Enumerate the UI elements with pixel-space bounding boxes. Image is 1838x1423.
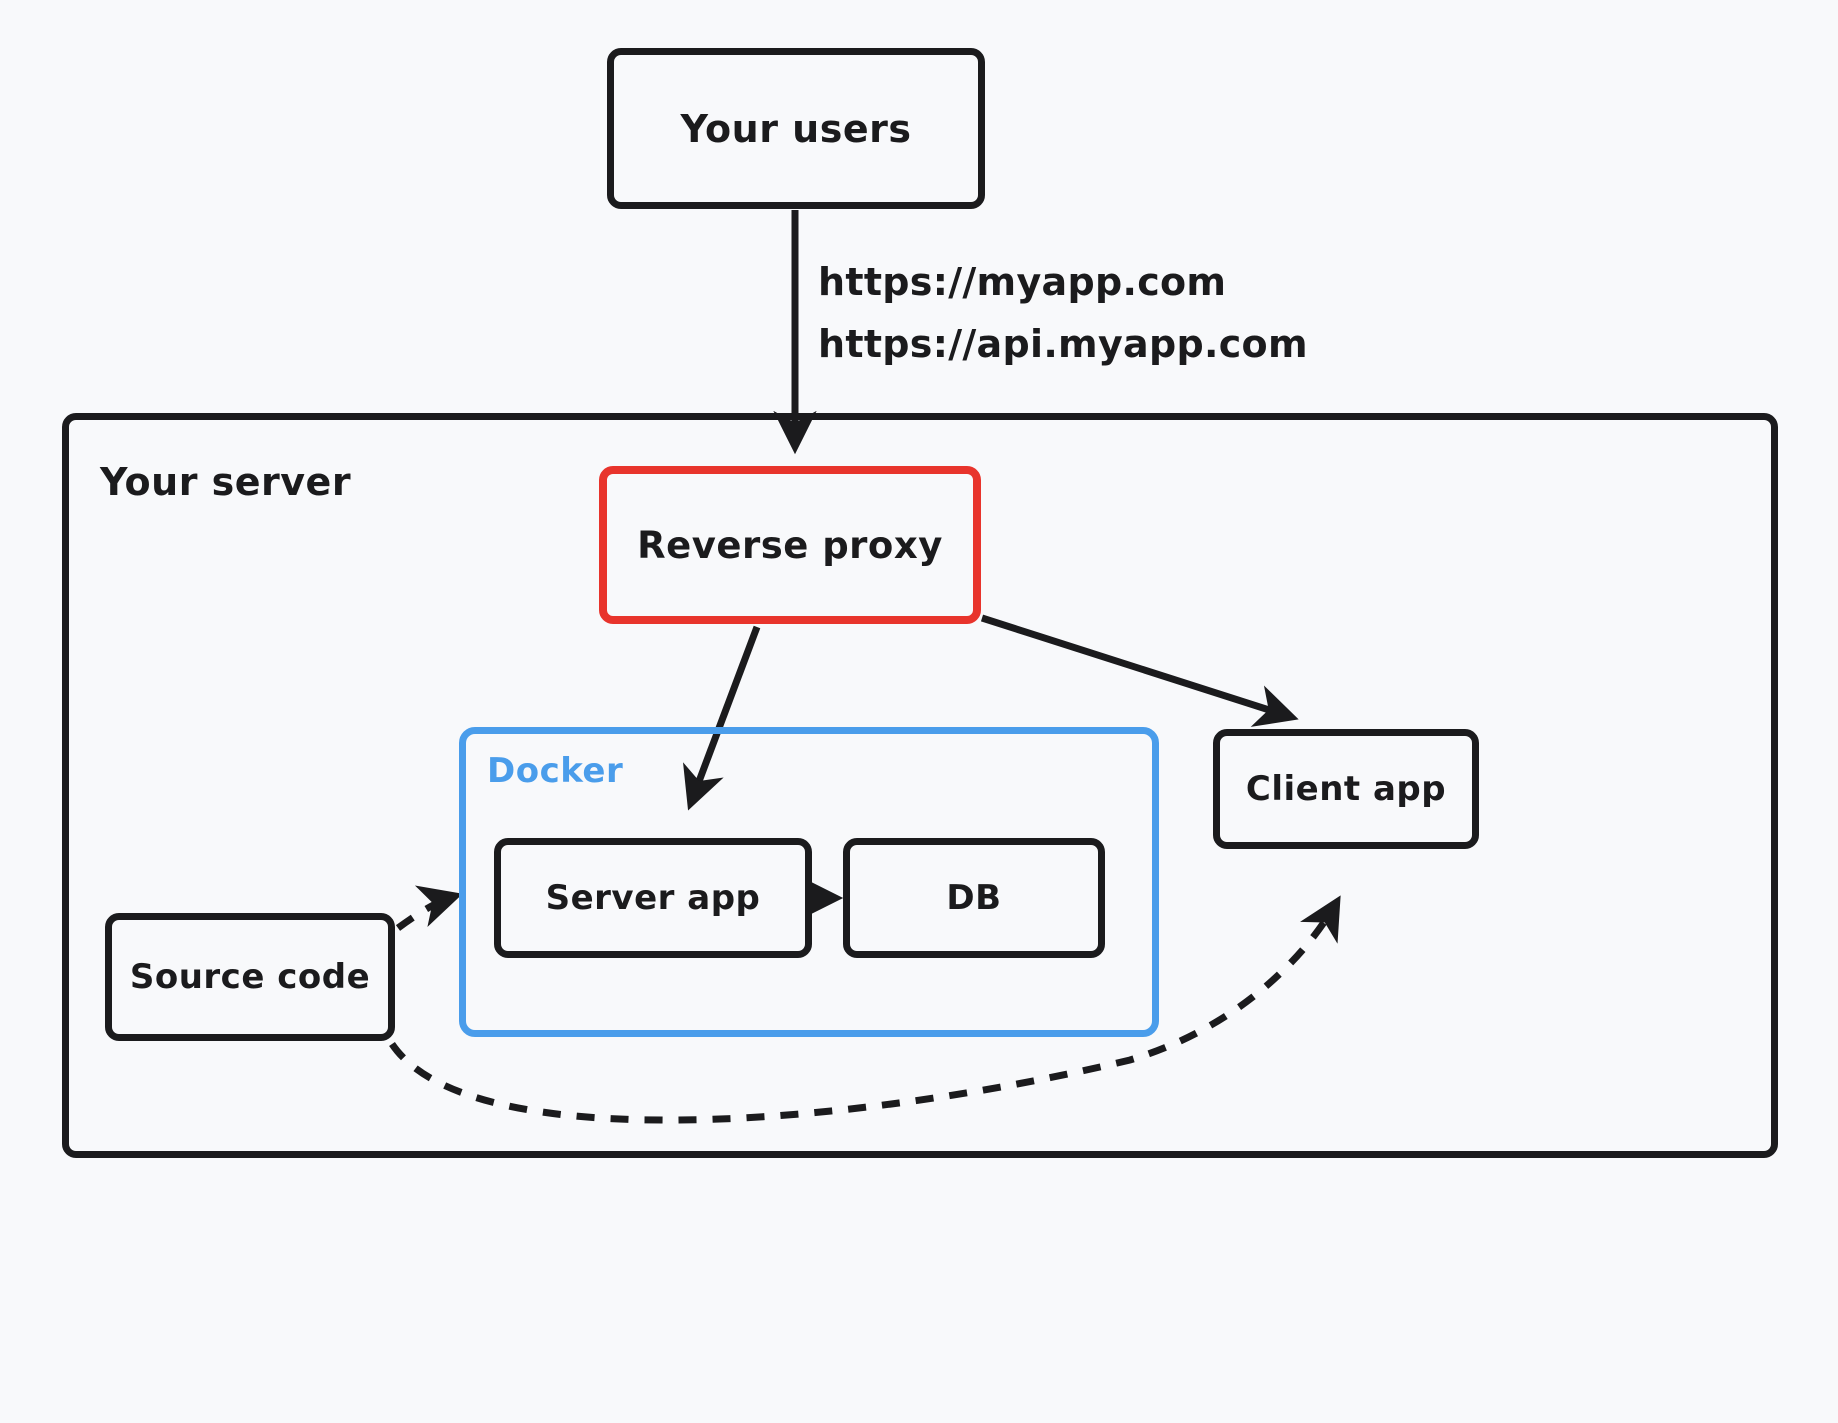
node-server-app[interactable]: Server app bbox=[494, 838, 812, 958]
node-client-app[interactable]: Client app bbox=[1213, 729, 1479, 849]
node-label-db: DB bbox=[946, 878, 1002, 918]
edge-label-url-primary: https://myapp.com bbox=[818, 260, 1227, 304]
group-your-server bbox=[62, 413, 1778, 1158]
node-label-reverse-proxy: Reverse proxy bbox=[637, 523, 943, 567]
edge-label-url-api: https://api.myapp.com bbox=[818, 321, 1308, 366]
edge-source-code-to-client-app bbox=[389, 895, 1341, 1124]
node-reverse-proxy[interactable]: Reverse proxy bbox=[599, 466, 981, 624]
node-your-users[interactable]: Your users bbox=[607, 48, 985, 209]
node-label-your-users: Your users bbox=[680, 106, 912, 151]
edge-label-urls: https://myapp.com https://api.myapp.com bbox=[818, 252, 1308, 376]
node-label-source-code: Source code bbox=[129, 957, 371, 997]
group-label-docker: Docker bbox=[487, 751, 624, 791]
group-docker bbox=[459, 727, 1159, 1037]
node-db[interactable]: DB bbox=[843, 838, 1105, 958]
group-label-your-server: Your server bbox=[100, 460, 352, 504]
node-source-code[interactable]: Source code bbox=[105, 913, 395, 1041]
node-label-client-app: Client app bbox=[1245, 769, 1447, 809]
node-label-server-app: Server app bbox=[545, 878, 761, 918]
edge-reverse-proxy-to-client-app bbox=[980, 614, 1299, 727]
edge-source-code-to-server-app bbox=[395, 885, 463, 931]
edge-reverse-proxy-to-server-app bbox=[683, 625, 761, 811]
